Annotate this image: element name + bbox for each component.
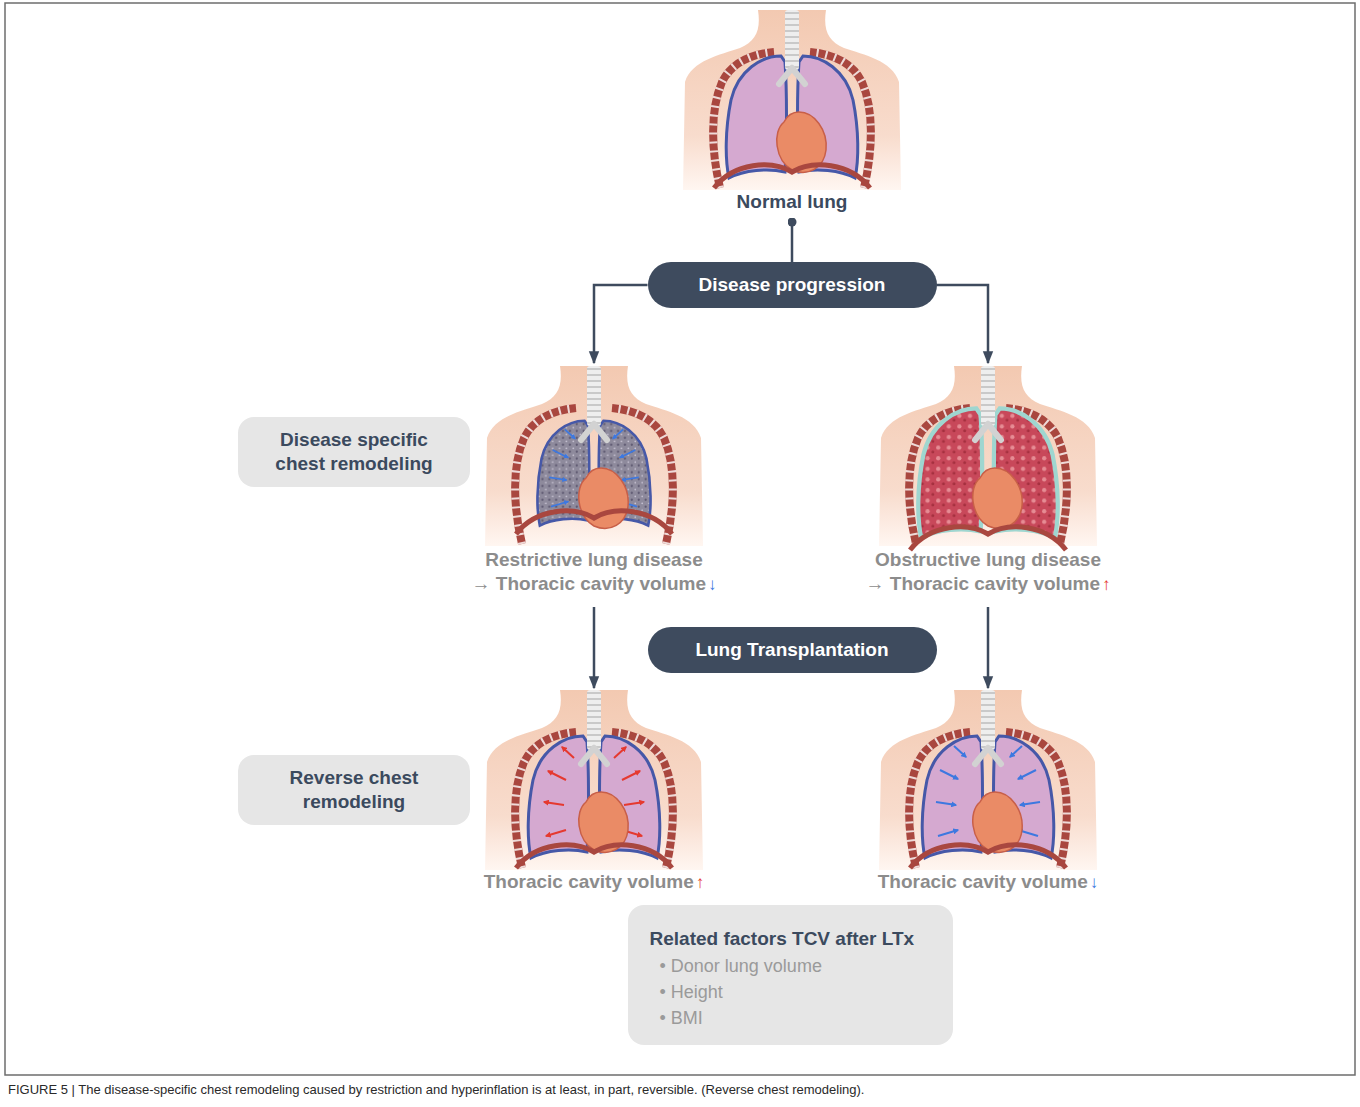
node-text: → Thoracic cavity volume: [866, 573, 1100, 594]
node-label: Disease progression: [699, 274, 886, 295]
obstructive-chest-illustration: [879, 366, 1097, 550]
text-line: → Thoracic cavity volume↓: [444, 572, 744, 597]
trend-arrow: ↑: [1102, 575, 1111, 594]
flow-connector: [594, 285, 648, 363]
node-label: Thoracic cavity volume: [878, 871, 1088, 892]
text-line: • BMI: [650, 1005, 933, 1031]
restrictive-chest-illustration: [485, 366, 703, 546]
text-line: Obstructive lung disease: [838, 548, 1138, 572]
text-line: Disease progression: [699, 274, 886, 296]
flow-connector: [791, 222, 794, 262]
node-text: • Height: [660, 982, 723, 1002]
trend-arrow: ↓: [708, 575, 717, 594]
illustration-label-node: Restrictive lung disease→ Thoracic cavit…: [444, 366, 744, 597]
text-line: Thoracic cavity volume↑: [444, 870, 744, 895]
stage-pill: Lung Transplantation: [648, 627, 937, 673]
node-label: Reverse chest remodeling: [290, 767, 419, 812]
flow-connector: [987, 607, 990, 688]
figure-caption: FIGURE 5 | The disease-specific chest re…: [8, 1081, 1352, 1099]
factor-list-box: Related factors TCV after LTx • Donor lun…: [628, 905, 953, 1045]
text-line: Restrictive lung disease: [444, 548, 744, 572]
flow-connector: [593, 607, 596, 688]
category-box: Reverse chest remodeling: [238, 755, 470, 825]
text-line: Related factors TCV after LTx: [650, 925, 933, 953]
node-text: → Thoracic cavity volume: [472, 573, 706, 594]
node-label: Normal lung: [737, 191, 848, 212]
post-transplant-restrictive-illustration: [485, 690, 703, 870]
illustration-label-node: Thoracic cavity volume↓: [838, 690, 1138, 895]
text-line: • Donor lung volume: [650, 953, 933, 979]
post-transplant-obstructive-illustration: [879, 690, 1097, 870]
node-label: Obstructive lung disease: [875, 549, 1101, 570]
category-box: Disease specific chest remodeling: [238, 417, 470, 487]
stage-pill: Disease progression: [648, 262, 937, 308]
text-line: Reverse chest remodeling: [264, 766, 444, 814]
node-label: Restrictive lung disease: [485, 549, 703, 570]
illustration-label-node: Thoracic cavity volume↑: [444, 690, 744, 895]
node-label: Related factors TCV after LTx: [650, 928, 915, 949]
text-line: • Height: [650, 979, 933, 1005]
text-line: Normal lung: [642, 190, 942, 214]
node-label: Thoracic cavity volume: [484, 871, 694, 892]
text-line: Thoracic cavity volume↓: [838, 870, 1138, 895]
text-line: Disease specific chest remodeling: [264, 428, 444, 476]
text-line: → Thoracic cavity volume↑: [838, 572, 1138, 597]
node-label: Disease specific chest remodeling: [275, 429, 432, 474]
figure-frame: [5, 3, 1355, 1075]
text-line: Lung Transplantation: [695, 639, 888, 661]
illustration-label-node: Obstructive lung disease→ Thoracic cavit…: [838, 366, 1138, 597]
normal-chest-illustration: [683, 10, 901, 190]
node-text: • BMI: [660, 1008, 703, 1028]
trend-arrow: ↑: [696, 873, 705, 892]
connectors: [594, 222, 988, 688]
node-label: Lung Transplantation: [695, 639, 888, 660]
trend-arrow: ↓: [1090, 873, 1099, 892]
illustration-label-node: Normal lung: [642, 10, 942, 214]
node-text: • Donor lung volume: [660, 956, 822, 976]
flow-connector: [937, 285, 989, 363]
